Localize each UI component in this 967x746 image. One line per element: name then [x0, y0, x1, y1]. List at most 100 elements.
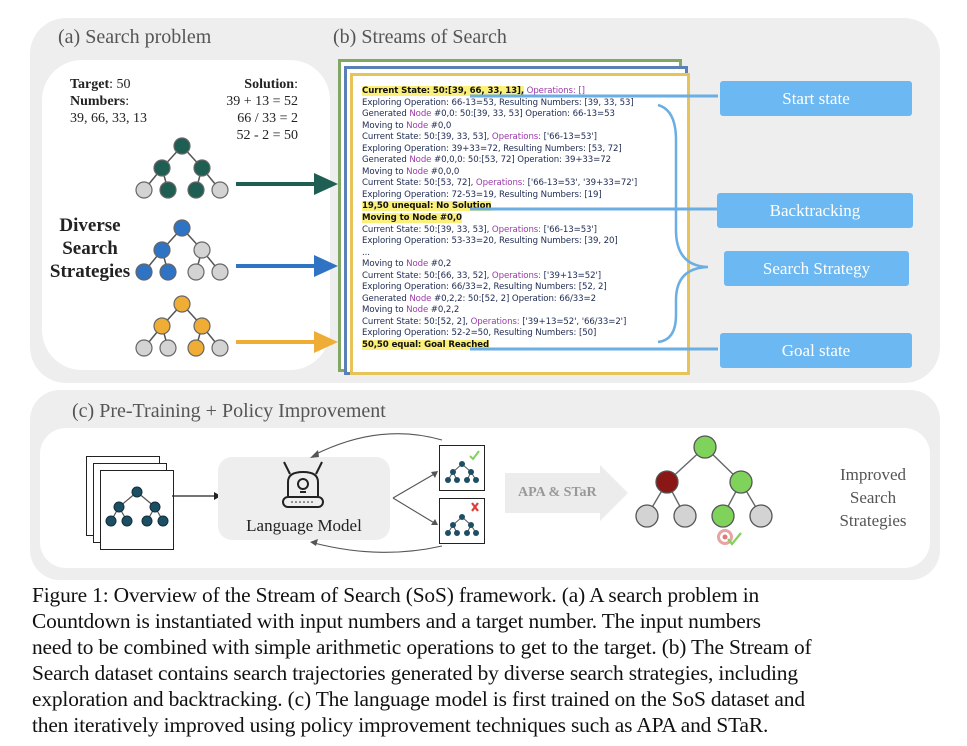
log-segment: Generated: [362, 293, 410, 304]
panel-b-title: (b) Streams of Search: [333, 26, 507, 48]
caption-line: then iteratively improved using policy i…: [32, 713, 769, 737]
numbers-label: Numbers: [70, 94, 126, 109]
tree-node: [193, 241, 211, 259]
strategies-word: Strategies: [49, 261, 131, 282]
log-line: Generated Node #0,0: 50:[39, 33, 53] Ope…: [362, 109, 637, 121]
search-strategy-label: Search Strategy: [724, 251, 909, 286]
dataset-tree-icon: [105, 486, 169, 527]
log-segment: Node: [409, 109, 432, 120]
log-segment: #0,2,2: [428, 305, 460, 316]
tree-node: [187, 339, 205, 357]
arrow-docs-to-model: [172, 492, 221, 500]
numbers-value: 39, 66, 33, 13: [70, 111, 147, 126]
search-word: Search: [62, 238, 118, 259]
log-segment: Operations:: [491, 270, 541, 281]
log-line: Moving to Node #0,0: [362, 213, 637, 225]
solution-label: Solution: [244, 77, 295, 92]
log-line: Exploring Operation: 52-2=50, Resulting …: [362, 328, 637, 340]
tree-node: [135, 181, 153, 199]
log-segment: #0,0,0: 50:[53, 72] Operation: 39+33=72: [431, 155, 611, 166]
log-line: 19,50 unequal: No Solution: [362, 201, 637, 213]
improved-strategies-label: Improved Search Strategies: [818, 463, 928, 532]
target-goal-icon: [717, 529, 742, 546]
language-model-label: Language Model: [246, 516, 362, 535]
log-segment: Node: [412, 213, 437, 224]
log-segment: #0,2,2: 50:[52, 2] Operation: 66/33=2: [431, 293, 596, 304]
log-segment: Exploring Operation: 72-53=19, Resulting…: [362, 189, 602, 200]
solution-block: Solution: 39 + 13 = 52 66 / 33 = 2 52 - …: [200, 76, 298, 144]
log-segment: Node: [409, 293, 432, 304]
failed-trajectory-card: [439, 498, 485, 544]
problem-definition: Target: 50 Numbers: 39, 66, 33, 13: [70, 76, 147, 127]
log-line: Moving to Node #0,2,2: [362, 305, 637, 317]
diverse-word: Diverse: [59, 215, 121, 236]
bfs-tree: [135, 219, 338, 281]
caption-line: Countdown is instantiated with input num…: [32, 609, 761, 633]
strategy-arrow-head: [314, 255, 338, 277]
search-word: Search: [849, 488, 897, 507]
apa-star-arrow: [505, 465, 628, 521]
numbers-colon: :: [125, 94, 130, 109]
log-segment: #0,0: [436, 213, 462, 224]
log-segment: #0,0,0: [428, 166, 460, 177]
log-segment: Generated: [362, 155, 410, 166]
tree-node: [153, 241, 171, 259]
log-segment: Exploring Operation: 66/33=2, Resulting …: [362, 282, 607, 293]
log-segment: ['66-13=53', '39+33=72']: [524, 178, 638, 189]
diverse-strategies-label: Diverse Search Strategies: [40, 214, 140, 283]
tree-node-success: [693, 435, 717, 459]
strategy-trees: [135, 137, 338, 357]
log-segment: Current State: 50:[39, 33, 53],: [362, 132, 492, 143]
log-segment: ['66-13=53']: [540, 224, 597, 235]
log-line: 50,50 equal: Goal Reached: [362, 340, 637, 352]
log-segment: 50,50 equal: Goal Reached: [362, 340, 490, 351]
solution-step: 52 - 2 = 50: [236, 128, 298, 143]
goal-state-label: Goal state: [720, 333, 912, 368]
figure-caption: Figure 1: Overview of the Stream of Sear…: [32, 582, 944, 738]
tree-node: [153, 317, 171, 335]
log-segment: ['39+13=52']: [540, 270, 602, 281]
language-model-box: [218, 457, 390, 540]
tree-node-success: [729, 470, 753, 494]
log-segment: 19,50 unequal: No Solution: [362, 201, 492, 212]
stream-frame-yellow: [350, 73, 690, 375]
log-line: Moving to Node #0,2: [362, 259, 637, 271]
log-segment: Exploring Operation: 53-33=20, Resulting…: [362, 236, 618, 247]
log-line: Current State: 50:[39, 33, 53], Operatio…: [362, 132, 637, 144]
log-segment: Operations:: [470, 316, 520, 327]
log-line: Moving to Node #0,0: [362, 121, 637, 133]
log-line: Exploring Operation: 66/33=2, Resulting …: [362, 282, 637, 294]
log-segment: Current State: 50:[39, 66, 33, 13],: [362, 86, 525, 96]
solution-step: 39 + 13 = 52: [226, 94, 298, 109]
check-icon: [469, 450, 480, 461]
tree-node-success: [711, 504, 735, 528]
log-segment: Moving to: [362, 166, 407, 177]
log-segment: Node: [406, 305, 429, 316]
tree-node: [187, 263, 205, 281]
log-segment: Moving to: [362, 259, 407, 270]
log-line: Current State: 50:[39, 33, 53], Operatio…: [362, 225, 637, 237]
strategy-arrow-head: [314, 331, 338, 353]
panel-a-title: (a) Search problem: [58, 26, 212, 48]
log-segment: Operations:: [491, 224, 541, 235]
tree-node: [211, 181, 229, 199]
tree-node: [159, 263, 177, 281]
tree-node: [135, 263, 153, 281]
start-state-label: Start state: [720, 81, 912, 116]
log-segment: Node: [406, 259, 429, 270]
tree-node: [135, 339, 153, 357]
log-line: Generated Node #0,0,0: 50:[53, 72] Opera…: [362, 155, 637, 167]
panel-c-title: (c) Pre-Training + Policy Improvement: [72, 400, 386, 422]
tree-node: [173, 219, 191, 237]
backtracking-label: Backtracking: [717, 193, 913, 228]
log-segment: Exploring Operation: 66-13=53, Resulting…: [362, 97, 634, 108]
log-segment: Node: [409, 155, 432, 166]
tree-node: [173, 137, 191, 155]
panel-c-card: [40, 428, 930, 568]
log-line: Moving to Node #0,0,0: [362, 167, 637, 179]
log-line: Exploring Operation: 39+33=72, Resulting…: [362, 144, 637, 156]
log-line: Current State: 50:[66, 33, 52], Operatio…: [362, 271, 637, 283]
log-line: Exploring Operation: 72-53=19, Resulting…: [362, 190, 637, 202]
log-segment: #0,2: [428, 259, 452, 270]
log-line: ...: [362, 248, 637, 260]
